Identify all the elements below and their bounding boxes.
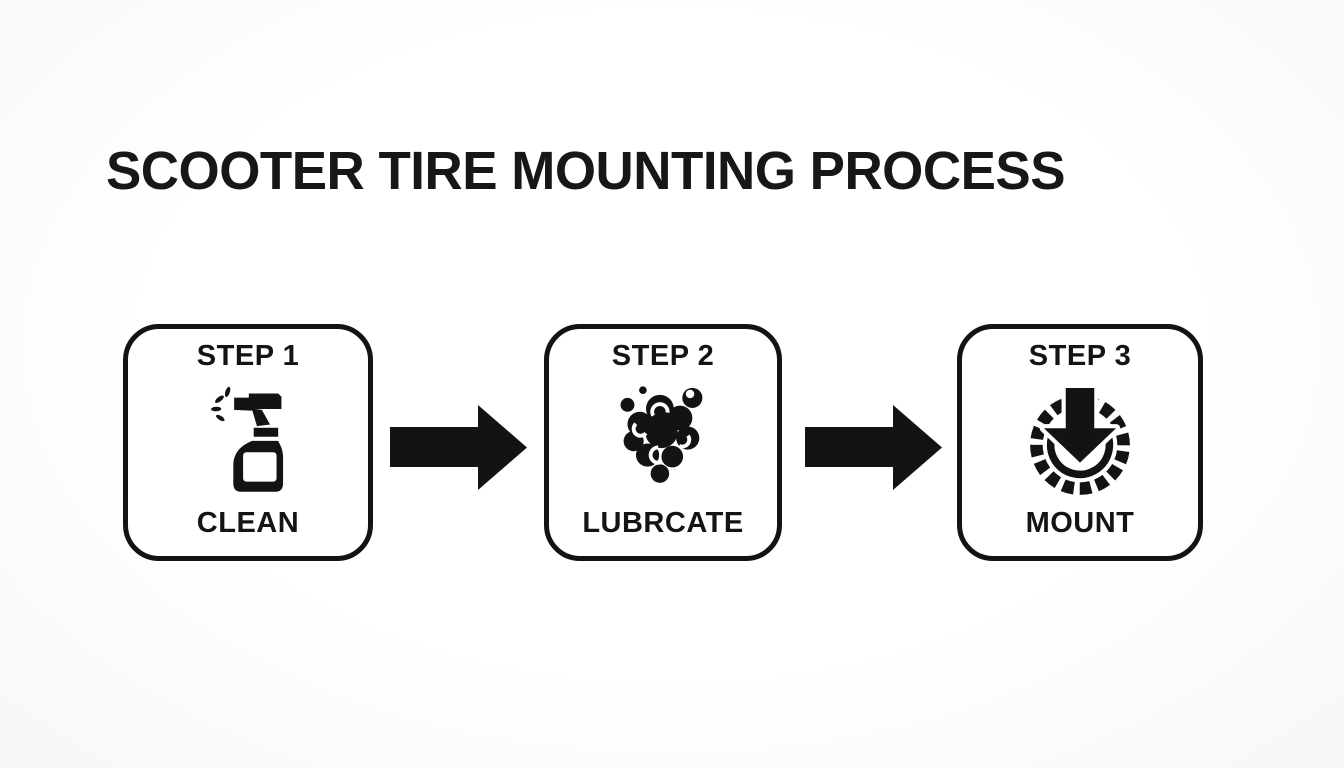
step-action-label: CLEAN [196,507,300,539]
step-number-label: STEP 1 [196,340,300,372]
step-number-label: STEP 3 [1028,340,1132,372]
step-action-label: MOUNT [1025,507,1135,539]
tire-down-arrow-icon [1028,373,1132,507]
step-action-label: LUBRCATE [582,507,744,539]
step-number-label: STEP 2 [611,340,715,372]
step-card-lubricate: STEP 2 [544,324,782,561]
foam-bubbles-icon [616,373,710,507]
step-card-mount: STEP 3 MOUNT [957,324,1203,561]
page-title: SCOOTER TIRE MOUNTING PROCESS [106,141,1066,201]
spray-bottle-icon [211,373,285,507]
arrow-right-icon [805,404,942,491]
step-card-clean: STEP 1 CLEAN [123,324,373,561]
arrow-right-icon [390,404,527,491]
